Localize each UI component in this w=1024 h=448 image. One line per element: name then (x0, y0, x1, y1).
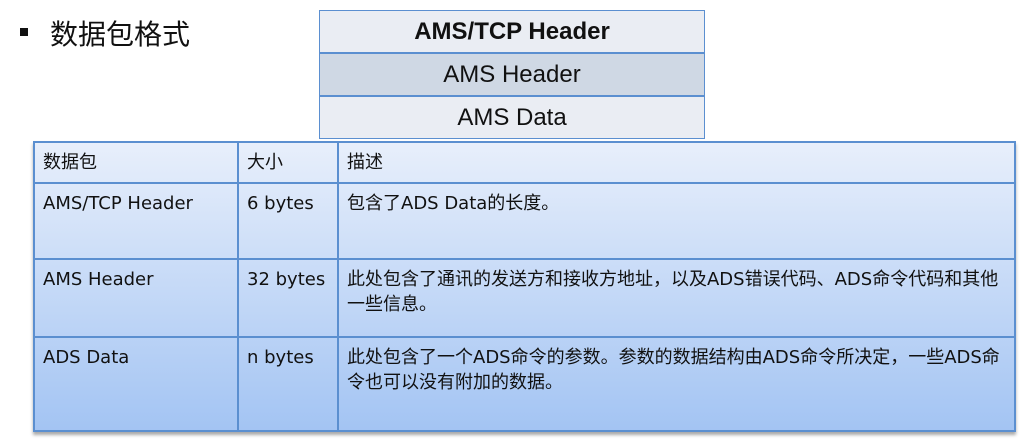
bullet-icon (20, 28, 28, 36)
cell-packet: ADS Data (33, 336, 239, 432)
layer-ams-tcp-header: AMS/TCP Header (320, 11, 704, 54)
header-cell: 大小 (237, 141, 339, 184)
table-header-row: 数据包 大小 描述 (33, 141, 1016, 184)
packet-structure-diagram: AMS/TCP Header AMS Header AMS Data (319, 10, 705, 139)
header-cell: 描述 (337, 141, 1016, 184)
table-row: AMS/TCP Header 6 bytes 包含了ADS Data的长度。 (33, 182, 1016, 260)
layer-ams-header: AMS Header (320, 54, 704, 97)
cell-size: 6 bytes (237, 182, 339, 260)
section-heading: 数据包格式 (50, 18, 191, 51)
cell-packet: AMS/TCP Header (33, 182, 239, 260)
header-cell: 数据包 (33, 141, 239, 184)
cell-description: 包含了ADS Data的长度。 (337, 182, 1016, 260)
cell-description: 此处包含了一个ADS命令的参数。参数的数据结构由ADS命令所决定，一些ADS命令… (337, 336, 1016, 432)
cell-size: 32 bytes (237, 258, 339, 338)
cell-packet: AMS Header (33, 258, 239, 338)
table-row: ADS Data n bytes 此处包含了一个ADS命令的参数。参数的数据结构… (33, 336, 1016, 432)
cell-description: 此处包含了通讯的发送方和接收方地址，以及ADS错误代码、ADS命令代码和其他一些… (337, 258, 1016, 338)
packet-format-table: 数据包 大小 描述 AMS/TCP Header 6 bytes 包含了ADS … (33, 141, 1016, 432)
table-row: AMS Header 32 bytes 此处包含了通讯的发送方和接收方地址，以及… (33, 258, 1016, 338)
cell-size: n bytes (237, 336, 339, 432)
layer-ams-data: AMS Data (320, 97, 704, 138)
